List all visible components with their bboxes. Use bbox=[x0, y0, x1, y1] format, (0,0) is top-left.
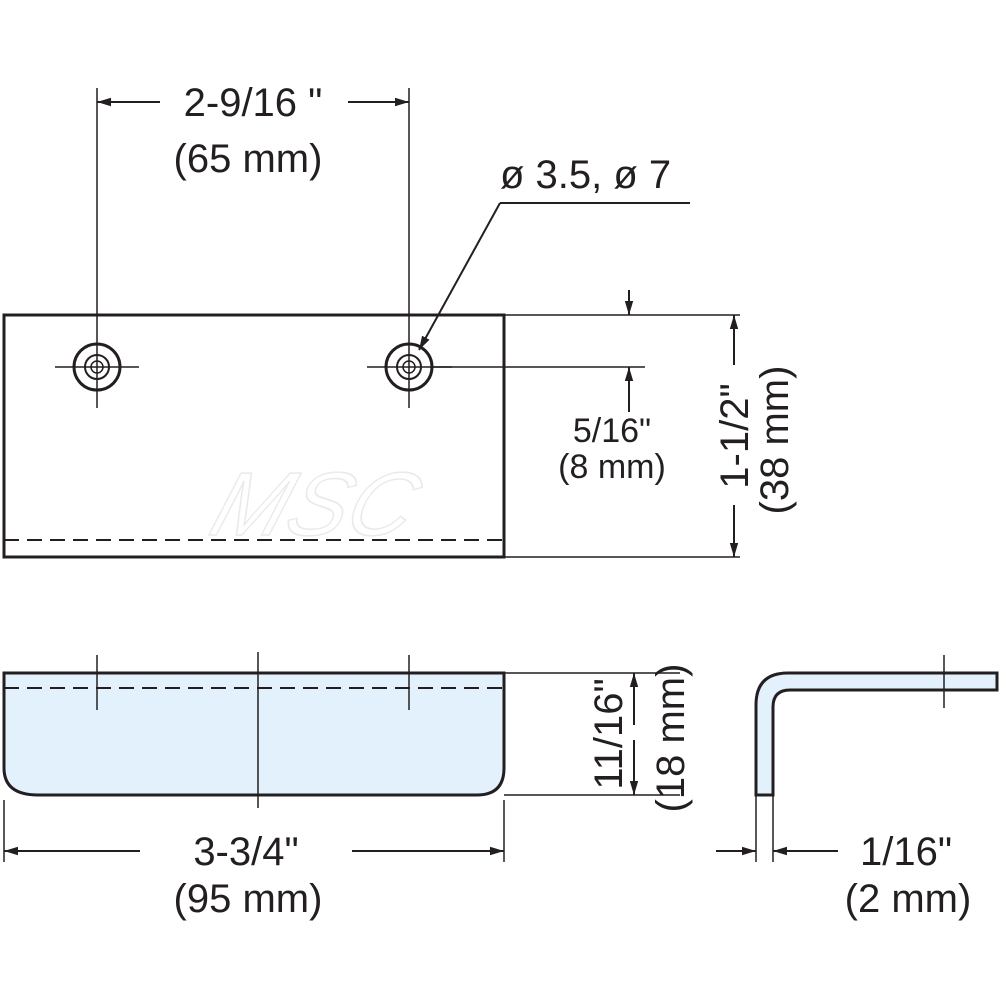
side-view: 1/16" (2 mm) bbox=[716, 655, 999, 921]
flange-profile bbox=[2, 671, 506, 797]
plate-outline bbox=[2, 313, 506, 559]
hole-offset-mm: (8 mm) bbox=[558, 448, 666, 486]
plate-length-inch: 3-3/4" bbox=[193, 830, 298, 874]
flange-depth-inch: 11/16" bbox=[587, 678, 631, 789]
front-view: 11/16" (18 mm) 3-3/4" (95 mm) bbox=[2, 652, 693, 921]
hole-spacing-mm: (65 mm) bbox=[174, 137, 323, 181]
hole-diameter-callout: ø 3.5, ø 7 bbox=[418, 153, 690, 351]
watermark-text: MSC bbox=[200, 453, 434, 554]
hole-diameter-label: ø 3.5, ø 7 bbox=[500, 153, 671, 197]
thickness-mm: (2 mm) bbox=[845, 877, 972, 921]
plate-height-mm: (38 mm) bbox=[753, 366, 797, 515]
flange-depth-dimension: 11/16" (18 mm) bbox=[587, 664, 693, 813]
hole-spacing-dimension: 2-9/16 " (65 mm) bbox=[97, 81, 409, 181]
plate-height-dimension: 1-1/2" (38 mm) bbox=[713, 315, 797, 557]
thickness-inch: 1/16" bbox=[860, 830, 952, 874]
hole-offset-dimension: 5/16" (8 mm) bbox=[558, 290, 666, 486]
bracket-profile bbox=[754, 671, 999, 797]
plate-height-inch: 1-1/2" bbox=[713, 383, 757, 488]
plate-length-dimension: 3-3/4" (95 mm) bbox=[4, 830, 504, 921]
plate-length-mm: (95 mm) bbox=[174, 877, 323, 921]
msc-watermark: MSC bbox=[199, 452, 435, 555]
thickness-dimension: 1/16" (2 mm) bbox=[716, 830, 971, 921]
top-view: 2-9/16 " (65 mm) ø 3.5, ø 7 5/16" (8 mm)… bbox=[2, 81, 797, 559]
hole-offset-inch: 5/16" bbox=[573, 412, 651, 450]
hole-spacing-inch: 2-9/16 " bbox=[184, 81, 323, 125]
flange-depth-mm: (18 mm) bbox=[649, 664, 693, 813]
